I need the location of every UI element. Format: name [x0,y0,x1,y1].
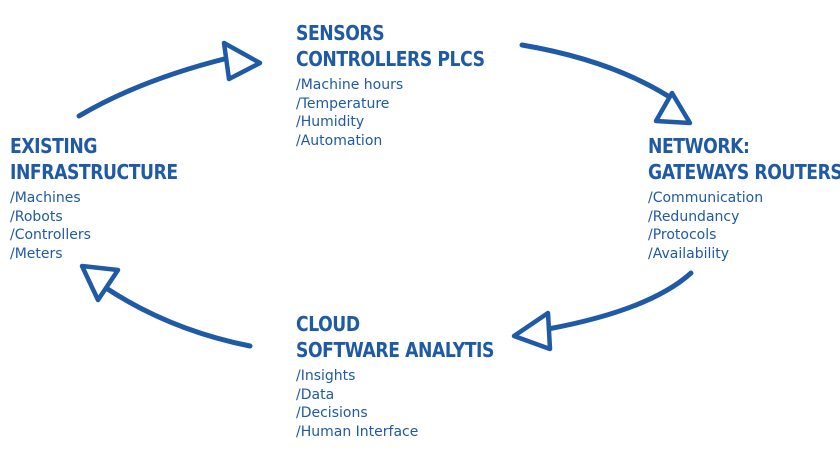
arrow-cloud-to-existing [79,263,253,349]
node-items: /Machines /Robots /Controllers /Meters [10,189,205,263]
arrow-triangle-icon [221,40,263,82]
list-item: /Communication [648,190,764,206]
node-cloud: CLOUD SOFTWARE ANALYTIS /Insights /Data … [296,311,526,441]
list-item: /Data [296,386,335,403]
arrow-existing-to-sensors [76,40,263,119]
arrow-triangle-icon [511,310,553,352]
node-title-line: NETWORK: [648,134,750,158]
node-title: NETWORK: GATEWAYS ROUTERS [648,133,840,185]
node-title-line: SOFTWARE ANALYTIS [296,338,494,362]
list-item: /Meters [10,245,63,262]
node-title-line: EXISTING [10,134,98,158]
node-items: /Machine hours /Temperature /Humidity /A… [296,76,515,150]
list-item: /Automation [296,132,383,149]
list-item: /Availability [648,245,730,262]
arrow-triangle-icon [79,263,121,303]
node-title-line: CONTROLLERS PLCS [296,47,485,71]
list-item: /Controllers [10,227,91,243]
list-item: /Temperature [296,95,390,112]
node-title-line: INFRASTRUCTURE [10,160,178,184]
node-title: SENSORS CONTROLLERS PLCS [296,20,485,72]
list-item: /Humidity [296,114,365,130]
node-title-line: CLOUD [296,312,360,336]
list-item: /Redundancy [648,208,740,225]
node-title-line: SENSORS [296,21,385,45]
arrow-triangle-icon [653,90,693,126]
node-network: NETWORK: GATEWAYS ROUTERS /Communication… [648,133,840,263]
list-item: /Machines [10,190,81,206]
node-items: /Insights /Data /Decisions /Human Interf… [296,367,526,441]
list-item: /Protocols [648,227,717,243]
node-items: /Communication /Redundancy /Protocols /A… [648,189,840,263]
node-existing-infrastructure: EXISTING INFRASTRUCTURE /Machines /Robot… [10,133,205,263]
arrow-sensors-to-network [519,42,693,126]
list-item: /Insights [296,368,356,384]
node-title-line: GATEWAYS ROUTERS [648,160,840,184]
list-item: /Machine hours [296,77,404,93]
list-item: /Robots [10,208,63,225]
arrow-network-to-cloud [511,270,694,352]
node-sensors: SENSORS CONTROLLERS PLCS /Machine hours … [296,20,515,150]
node-title: EXISTING INFRASTRUCTURE [10,133,178,185]
node-title: CLOUD SOFTWARE ANALYTIS [296,311,494,363]
list-item: /Human Interface [296,423,419,440]
list-item: /Decisions [296,405,368,421]
